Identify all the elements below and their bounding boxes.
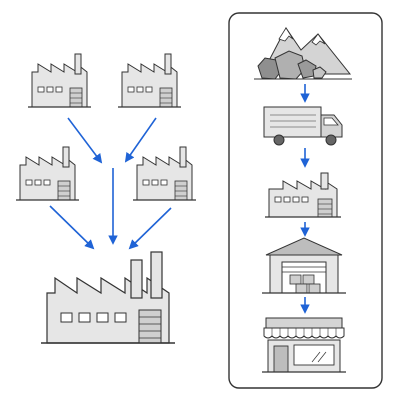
crate-icon bbox=[308, 283, 321, 294]
arrow-top-right-to-mid bbox=[124, 117, 157, 163]
arrow-top-left-to-mid bbox=[67, 117, 103, 164]
factory-consolidation-panel bbox=[16, 53, 196, 344]
supply-factory-icon bbox=[265, 172, 341, 218]
crate-icon bbox=[289, 274, 302, 285]
crate-icon bbox=[302, 274, 315, 285]
arrow-mid-left-to-main bbox=[49, 205, 95, 250]
store-icon bbox=[262, 317, 346, 373]
factory-mid-right-icon bbox=[133, 146, 196, 201]
truck-wheel-front bbox=[325, 134, 337, 146]
store-window bbox=[293, 344, 335, 366]
raw-materials-icon bbox=[254, 27, 352, 80]
truck-wheel-rear bbox=[273, 134, 285, 146]
truck-icon bbox=[263, 106, 343, 146]
factory-main-icon bbox=[41, 251, 175, 344]
factory-mid-left-icon bbox=[16, 146, 79, 201]
supply-chain-panel bbox=[228, 12, 383, 389]
crate-icon bbox=[295, 283, 308, 294]
store-door bbox=[273, 345, 289, 373]
factory-top-right-icon bbox=[118, 53, 181, 108]
arrow-mid-right-to-main bbox=[128, 207, 172, 250]
factory-top-left-icon bbox=[28, 53, 91, 108]
warehouse-icon bbox=[262, 237, 346, 294]
